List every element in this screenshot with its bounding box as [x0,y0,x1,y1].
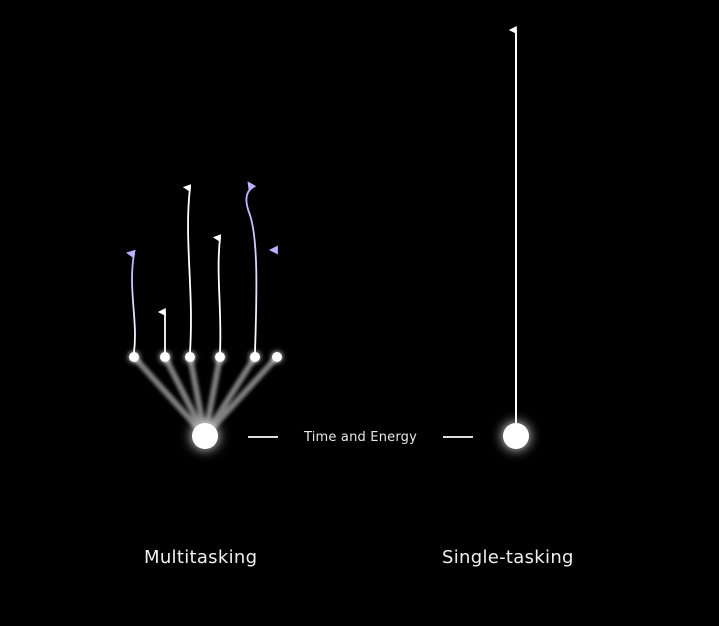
connector-dash-right [443,436,473,438]
task-node [250,352,260,362]
ray-6 [202,354,280,439]
task-node [160,352,170,362]
time-energy-connector: Time and Energy [248,428,473,446]
task-node [129,352,139,362]
multitasking-caption: Multitasking [144,547,258,568]
task-node [185,352,195,362]
time-energy-label: Time and Energy [303,429,418,445]
arrow-up-1 [126,249,136,353]
single-tasking-caption: Single-tasking [442,547,574,568]
arrow-up-5 [245,181,258,353]
ray-4 [202,354,223,439]
single-task-node [503,423,529,449]
task-nodes [129,352,282,362]
arrow-up-4 [212,234,222,353]
task-node [215,352,225,362]
multitask-arrows [126,181,278,353]
arrow-up-3 [182,184,192,353]
task-node [272,352,282,362]
connector-dash-left [248,436,278,438]
ray-2 [162,354,208,439]
multitask-hub-node [192,423,218,449]
energy-rays [131,354,280,439]
ray-1 [131,354,208,439]
ray-3 [187,354,208,439]
